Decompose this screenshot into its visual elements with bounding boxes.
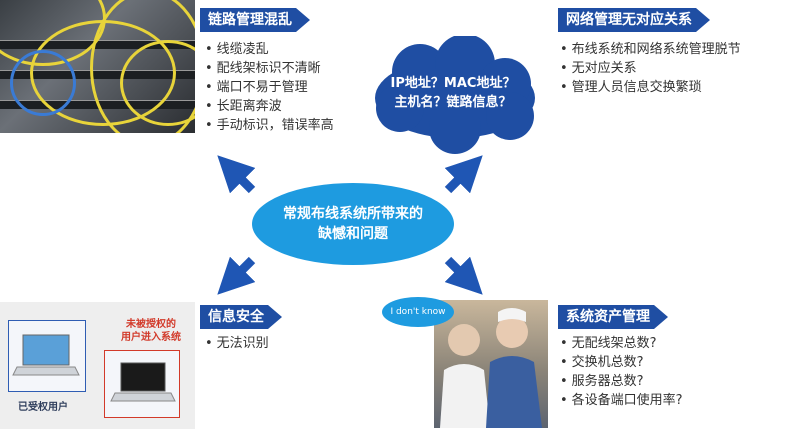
list-item: 无法识别	[205, 334, 269, 353]
list-item: 线缆凌乱	[205, 40, 334, 59]
list-item: 无配线架总数?	[560, 334, 683, 353]
authorized-user-box	[8, 320, 86, 392]
cloud-line-1: IP地址？MAC地址？	[390, 76, 516, 91]
link-management-list: 线缆凌乱 配线架标识不清晰 端口不易于管理 长距离奔波 手动标识，错误率高	[205, 40, 334, 135]
center-line-1: 常规布线系统所带来的	[283, 206, 423, 222]
laptop-icon	[12, 334, 80, 376]
list-item: 服务器总数?	[560, 372, 683, 391]
list-item: 管理人员信息交换繁琐	[560, 78, 741, 97]
people-illustration	[440, 308, 542, 428]
unauthorized-caption: 未被授权的 用户进入系统	[121, 319, 181, 343]
authorized-caption: 已受权用户	[18, 402, 68, 413]
laptop-icon	[110, 362, 176, 402]
list-item: 布线系统和网络系统管理脱节	[560, 40, 741, 59]
arrow-down-left-icon	[217, 256, 256, 295]
arrow-up-right-icon	[444, 155, 483, 194]
network-management-list: 布线系统和网络系统管理脱节 无对应关系 管理人员信息交换繁琐	[560, 40, 741, 97]
arrow-up-left-icon	[217, 155, 256, 194]
tag-network-management: 网络管理无对应关系	[558, 8, 710, 32]
speech-bubble: I don't know	[382, 297, 454, 327]
two-men-photo	[434, 300, 548, 428]
list-item: 手动标识，错误率高	[205, 116, 334, 135]
center-line-2: 缺憾和问题	[318, 226, 388, 242]
security-list: 无法识别	[205, 334, 269, 353]
security-illustration: 已受权用户 未被授权的 用户进入系统	[0, 302, 195, 429]
cloud-line-2: 主机名？链路信息？	[394, 95, 512, 110]
tag-asset-management: 系统资产管理	[558, 305, 668, 329]
cable-rack-photo	[0, 0, 195, 133]
cloud-text: IP地址？MAC地址？ 主机名？链路信息？	[378, 74, 528, 112]
list-item: 端口不易于管理	[205, 78, 334, 97]
question-cloud	[375, 36, 535, 154]
center-problem-ellipse: 常规布线系统所带来的 缺憾和问题	[252, 183, 454, 265]
list-item: 配线架标识不清晰	[205, 59, 334, 78]
list-item: 各设备端口使用率?	[560, 391, 683, 410]
list-item: 交换机总数?	[560, 353, 683, 372]
list-item: 无对应关系	[560, 59, 741, 78]
tag-link-management: 链路管理混乱	[200, 8, 310, 32]
tag-information-security: 信息安全	[200, 305, 282, 329]
arrow-down-right-icon	[444, 256, 483, 295]
direction-arrows	[217, 155, 483, 295]
list-item: 长距离奔波	[205, 97, 334, 116]
asset-management-list: 无配线架总数? 交换机总数? 服务器总数? 各设备端口使用率?	[560, 334, 683, 410]
unauthorized-user-box	[104, 350, 180, 418]
